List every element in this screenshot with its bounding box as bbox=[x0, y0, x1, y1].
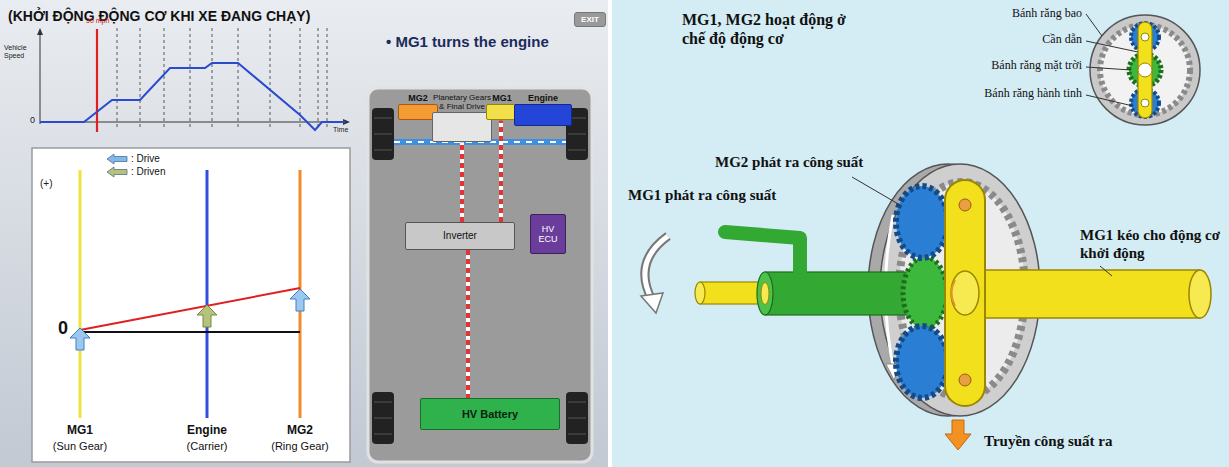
part-name: Bánh răng hành tinh bbox=[984, 86, 1082, 100]
axis-subname: (Ring Gear) bbox=[271, 440, 328, 453]
part-body bbox=[432, 112, 492, 142]
legend-arrow bbox=[106, 153, 128, 165]
axis-subname: (Sun Gear) bbox=[53, 440, 107, 453]
axis-subname: (Carrier) bbox=[187, 440, 228, 453]
part-heading: Engine bbox=[514, 93, 572, 103]
planetary-gears: Planetary Gears & Final Drive bbox=[432, 93, 492, 142]
axis-name: Engine bbox=[187, 423, 227, 437]
box-text: HV Battery bbox=[462, 408, 518, 421]
wire-underlay bbox=[460, 142, 464, 222]
ecu-box: HV ECU bbox=[530, 214, 566, 254]
part-name: Cần dẫn bbox=[1042, 32, 1082, 46]
legend-row: : Driven bbox=[106, 165, 165, 178]
wire-underlay bbox=[499, 120, 503, 222]
mode-heading: MG1, MG2 hoạt động ở chế độ động cơ bbox=[682, 10, 872, 48]
axis-label: Time bbox=[333, 126, 348, 134]
inverter-box: Inverter bbox=[405, 222, 515, 250]
part-body bbox=[514, 104, 572, 126]
battery-box: HV Battery bbox=[420, 398, 560, 430]
axis-name: MG1 bbox=[67, 423, 93, 437]
legend-arrow bbox=[106, 166, 128, 178]
part-heading: MG2 bbox=[398, 93, 438, 103]
wire-underlay bbox=[466, 250, 470, 398]
box-text: HV ECU bbox=[534, 224, 562, 245]
power-wire bbox=[460, 142, 464, 222]
chart-marker: 30 mph bbox=[86, 17, 109, 25]
legend-row: : Drive bbox=[106, 152, 165, 165]
power-note: MG2 phát ra công suất bbox=[715, 153, 863, 171]
part-heading: Planetary Gears & Final Drive bbox=[432, 93, 492, 111]
power-wire bbox=[466, 250, 470, 398]
power-note: MG1 phát ra công suất bbox=[628, 186, 776, 204]
part-heading: MG1 bbox=[486, 93, 518, 103]
output-note: Truyền công suất ra bbox=[984, 432, 1112, 450]
legend-arrow-shape bbox=[107, 167, 127, 177]
part-name: Bánh răng bao bbox=[1012, 6, 1082, 20]
legend-text: : Drive bbox=[131, 153, 160, 164]
legend: : Drive : Driven bbox=[106, 152, 165, 178]
axis-zero: 0 bbox=[30, 115, 35, 126]
box-text: EXIT bbox=[581, 15, 599, 24]
engine-block: Engine bbox=[514, 93, 572, 126]
exit-button: EXIT bbox=[574, 12, 606, 27]
diagram-title: (KHỞI ĐỘNG ĐỘNG CƠ KHI XE ĐANG CHẠY) bbox=[8, 8, 310, 25]
status-heading: • MG1 turns the engine bbox=[386, 33, 549, 51]
part-name: Bánh răng mặt trời bbox=[991, 58, 1082, 72]
box-text: Inverter bbox=[443, 230, 477, 242]
legend-arrow-shape bbox=[107, 154, 127, 164]
axis-zero: 0 bbox=[58, 318, 68, 340]
axis-label: Vehicle Speed bbox=[4, 44, 38, 61]
axis-plus: (+) bbox=[40, 178, 53, 190]
legend-text: : Driven bbox=[131, 166, 165, 177]
power-note: MG1 kéo cho động cơ khởi động bbox=[1080, 226, 1222, 262]
power-wire bbox=[499, 120, 503, 222]
axis-name: MG2 bbox=[287, 423, 313, 437]
